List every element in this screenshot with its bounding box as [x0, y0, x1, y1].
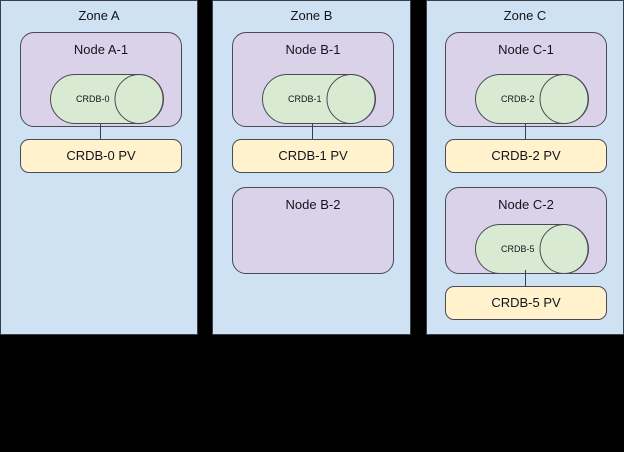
zone-b-title: Zone B [290, 8, 333, 23]
volume-box-crdb-2-pv[interactable]: CRDB-2 PV [445, 139, 607, 173]
node-b-1-title: Node B-1 [285, 42, 341, 57]
connector-node-c-1-to-crdb-2-pv [525, 123, 526, 140]
connector-node-a-1-to-crdb-0-pv [100, 123, 101, 140]
connector-node-c-2-to-crdb-5-pv [525, 270, 526, 287]
node-c-2-box[interactable]: Node C-2 CRDB-5 [445, 187, 607, 274]
cylinder-shape-icon [475, 74, 589, 124]
zone-b-container[interactable]: Zone B Node B-1 CRDB-1 CRDB-1 PV Node B-… [212, 0, 411, 335]
volume-box-crdb-0-pv[interactable]: CRDB-0 PV [20, 139, 182, 173]
volume-label-crdb-5-pv: CRDB-5 PV [491, 295, 561, 310]
volume-label-crdb-2-pv: CRDB-2 PV [491, 148, 561, 163]
volume-label-crdb-1-pv: CRDB-1 PV [278, 148, 348, 163]
zone-c-title: Zone C [503, 8, 547, 23]
node-c-2-title: Node C-2 [498, 197, 554, 212]
volume-box-crdb-5-pv[interactable]: CRDB-5 PV [445, 286, 607, 320]
database-cylinder-crdb-5[interactable]: CRDB-5 [475, 224, 589, 274]
zone-c-container[interactable]: Zone C Node C-1 CRDB-2 CRDB-2 PV Node C-… [426, 0, 624, 335]
cylinder-shape-icon [262, 74, 376, 124]
node-a-1-title: Node A-1 [73, 42, 129, 57]
database-cylinder-crdb-2[interactable]: CRDB-2 [475, 74, 589, 124]
volume-label-crdb-0-pv: CRDB-0 PV [66, 148, 136, 163]
database-cylinder-crdb-1[interactable]: CRDB-1 [262, 74, 376, 124]
node-b-2-box[interactable]: Node B-2 [232, 187, 394, 274]
database-cylinder-crdb-0[interactable]: CRDB-0 [50, 74, 164, 124]
node-a-1-box[interactable]: Node A-1 CRDB-0 [20, 32, 182, 127]
node-b-1-box[interactable]: Node B-1 CRDB-1 [232, 32, 394, 127]
zone-a-container[interactable]: Zone A Node A-1 CRDB-0 CRDB-0 PV [0, 0, 198, 335]
node-b-2-title: Node B-2 [285, 197, 341, 212]
zone-a-title: Zone A [78, 8, 120, 23]
node-c-1-title: Node C-1 [498, 42, 554, 57]
cylinder-shape-icon [50, 74, 164, 124]
volume-box-crdb-1-pv[interactable]: CRDB-1 PV [232, 139, 394, 173]
connector-node-b-1-to-crdb-1-pv [312, 123, 313, 140]
node-c-1-box[interactable]: Node C-1 CRDB-2 [445, 32, 607, 127]
cylinder-shape-icon [475, 224, 589, 274]
